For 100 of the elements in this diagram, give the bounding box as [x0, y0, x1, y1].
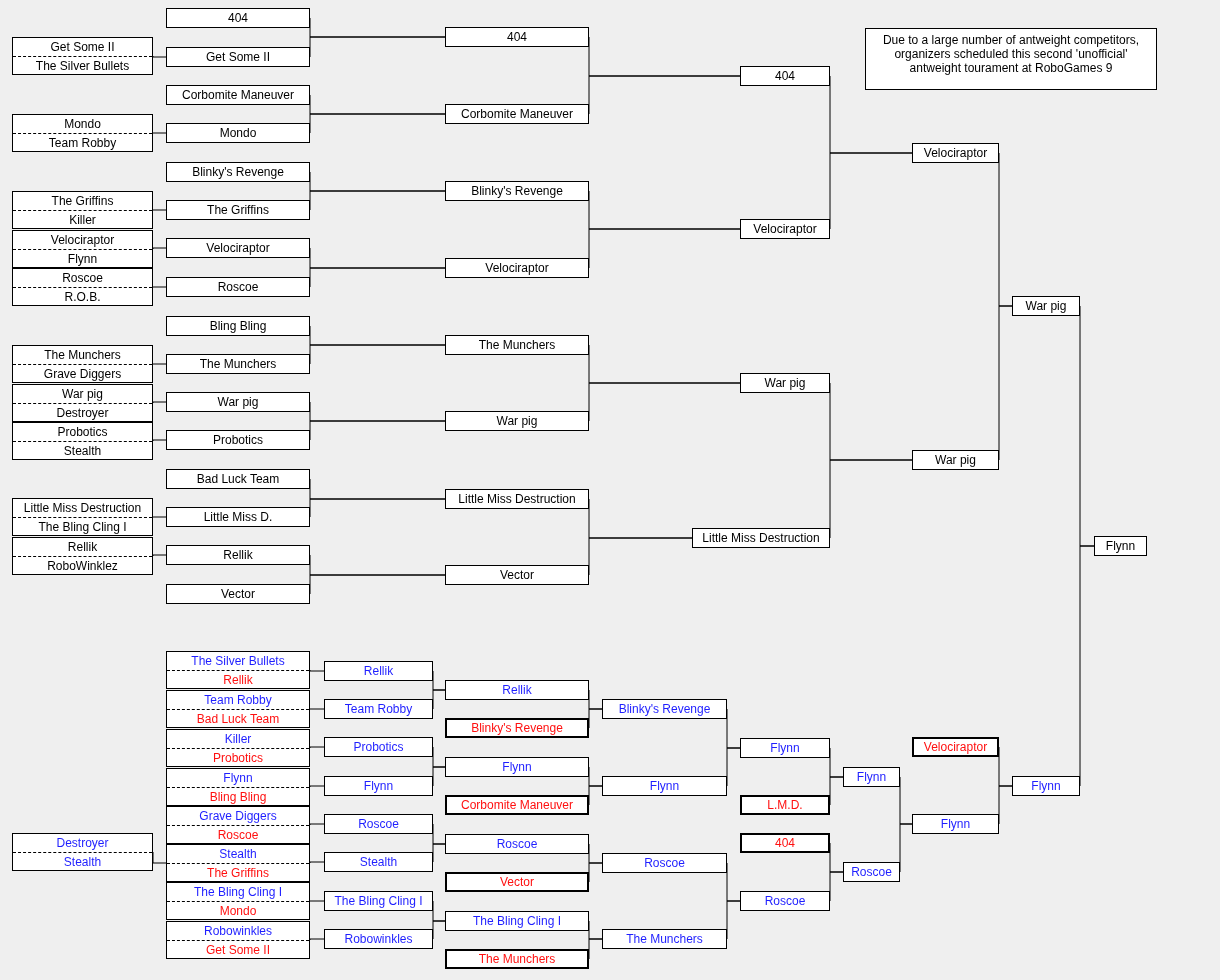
team-name: Grave Diggers	[167, 807, 309, 826]
match-card	[12, 345, 153, 383]
bracket-line	[152, 439, 167, 442]
bracket-line	[152, 516, 167, 518]
bracket-slot: The Munchers	[602, 929, 727, 949]
bracket-line	[309, 785, 325, 788]
bracket-slot: Velociraptor	[166, 238, 310, 258]
match-card	[12, 114, 153, 152]
bracket-line	[152, 247, 167, 250]
bracket-slot: Velociraptor	[912, 737, 999, 757]
match-card	[12, 384, 153, 422]
bracket-line	[152, 132, 167, 134]
bracket-slot: Flynn	[1012, 776, 1080, 796]
note-box: Due to a large number of antweight competitors, organizers scheduled this second 'unofficial' antweight tourament at RoboGames 9	[865, 28, 1157, 90]
bracket-slot: L.M.D.	[740, 795, 830, 815]
bracket-slot: Blinky's Revenge	[445, 718, 589, 738]
bracket-slot: War pig	[912, 450, 999, 470]
team-name: Robowinkles	[167, 922, 309, 941]
bracket-line	[309, 669, 325, 672]
bracket-slot: Robowinkles	[324, 929, 433, 949]
bracket-slot: Probotics	[166, 430, 310, 450]
team-name: Probotics	[13, 423, 152, 442]
bracket-slot: Corbomite Maneuver	[445, 795, 589, 815]
bracket-line	[309, 861, 325, 864]
bracket-slot: The Griffins	[166, 200, 310, 220]
bracket-slot: War pig	[1012, 296, 1080, 316]
team-name: RoboWinklez	[46, 558, 119, 575]
team-name: Bling Bling	[208, 789, 268, 806]
team-name: Team Robby	[47, 135, 118, 152]
bracket-slot: 404	[445, 27, 589, 47]
bracket-slot: Velociraptor	[912, 143, 999, 163]
bracket-slot: Roscoe	[843, 862, 900, 882]
bracket-slot: Rellik	[445, 680, 589, 700]
bracket-slot: Roscoe	[445, 834, 589, 854]
team-name: Flynn	[66, 251, 99, 268]
bracket-slot: Rellik	[324, 661, 433, 681]
match-card	[12, 268, 153, 306]
bracket-slot: Rellik	[166, 545, 310, 565]
team-name: Get Some II	[205, 942, 271, 959]
bracket-slot: Little Miss Destruction	[445, 489, 589, 509]
match-card	[12, 37, 153, 75]
team-name: Killer	[68, 212, 97, 229]
bracket-slot: Flynn	[324, 776, 433, 796]
team-name: Probotics	[212, 750, 264, 767]
bracket-slot: The Bling Cling I	[445, 911, 589, 931]
bracket-slot: The Munchers	[445, 949, 589, 969]
bracket-slot: Little Miss D.	[166, 507, 310, 527]
team-name: The Bling Cling I	[37, 519, 128, 536]
bracket-slot: Velociraptor	[740, 219, 830, 239]
bracket-slot: Flynn	[1094, 536, 1147, 556]
bracket-line	[152, 209, 167, 211]
match-card	[166, 651, 310, 689]
team-name: Stealth	[62, 854, 103, 871]
bracket-slot: Probotics	[324, 737, 433, 757]
team-name: Killer	[167, 730, 309, 749]
bracket-slot: Blinky's Revenge	[166, 162, 310, 182]
bracket-slot: 404	[740, 833, 830, 853]
bracket-line	[309, 823, 325, 826]
team-name: The Munchers	[13, 346, 152, 365]
bracket-slot: The Munchers	[166, 354, 310, 374]
bracket-slot: Corbomite Maneuver	[166, 85, 310, 105]
match-card	[166, 844, 310, 882]
bracket-slot: The Bling Cling I	[324, 891, 433, 911]
team-name: The Griffins	[13, 192, 152, 211]
match-card	[12, 537, 153, 575]
bracket-line	[309, 708, 325, 710]
match-card	[12, 498, 153, 536]
match-card	[166, 882, 310, 920]
match-card	[166, 806, 310, 844]
bracket-line	[152, 286, 167, 288]
team-name: Stealth	[62, 443, 103, 460]
match-card	[166, 729, 310, 767]
match-card	[12, 833, 153, 871]
match-card	[166, 768, 310, 806]
match-card	[166, 690, 310, 728]
bracket-slot: The Munchers	[445, 335, 589, 355]
bracket-slot: Roscoe	[324, 814, 433, 834]
bracket-slot: Bling Bling	[166, 316, 310, 336]
bracket-slot: Bad Luck Team	[166, 469, 310, 489]
bracket-line	[152, 55, 167, 58]
bracket-slot: Velociraptor	[445, 258, 589, 278]
bracket-slot: War pig	[740, 373, 830, 393]
bracket-slot: Get Some II	[166, 47, 310, 67]
bracket-slot: Flynn	[602, 776, 727, 796]
bracket-slot: Flynn	[843, 767, 900, 787]
bracket-slot: Roscoe	[602, 853, 727, 873]
team-name: R.O.B.	[63, 289, 102, 306]
team-name: Rellik	[222, 672, 254, 689]
bracket-slot: Corbomite Maneuver	[445, 104, 589, 124]
team-name: Get Some II	[13, 38, 152, 57]
team-name: Mondo	[218, 903, 258, 920]
match-card	[12, 230, 153, 268]
match-card	[12, 422, 153, 460]
bracket-slot: Little Miss Destruction	[692, 528, 830, 548]
team-name: Flynn	[167, 769, 309, 788]
bracket-line	[309, 746, 325, 749]
bracket-slot: Mondo	[166, 123, 310, 143]
team-name: Destroyer	[13, 834, 152, 853]
team-name: Little Miss Destruction	[13, 499, 152, 518]
bracket-slot: Roscoe	[740, 891, 830, 911]
